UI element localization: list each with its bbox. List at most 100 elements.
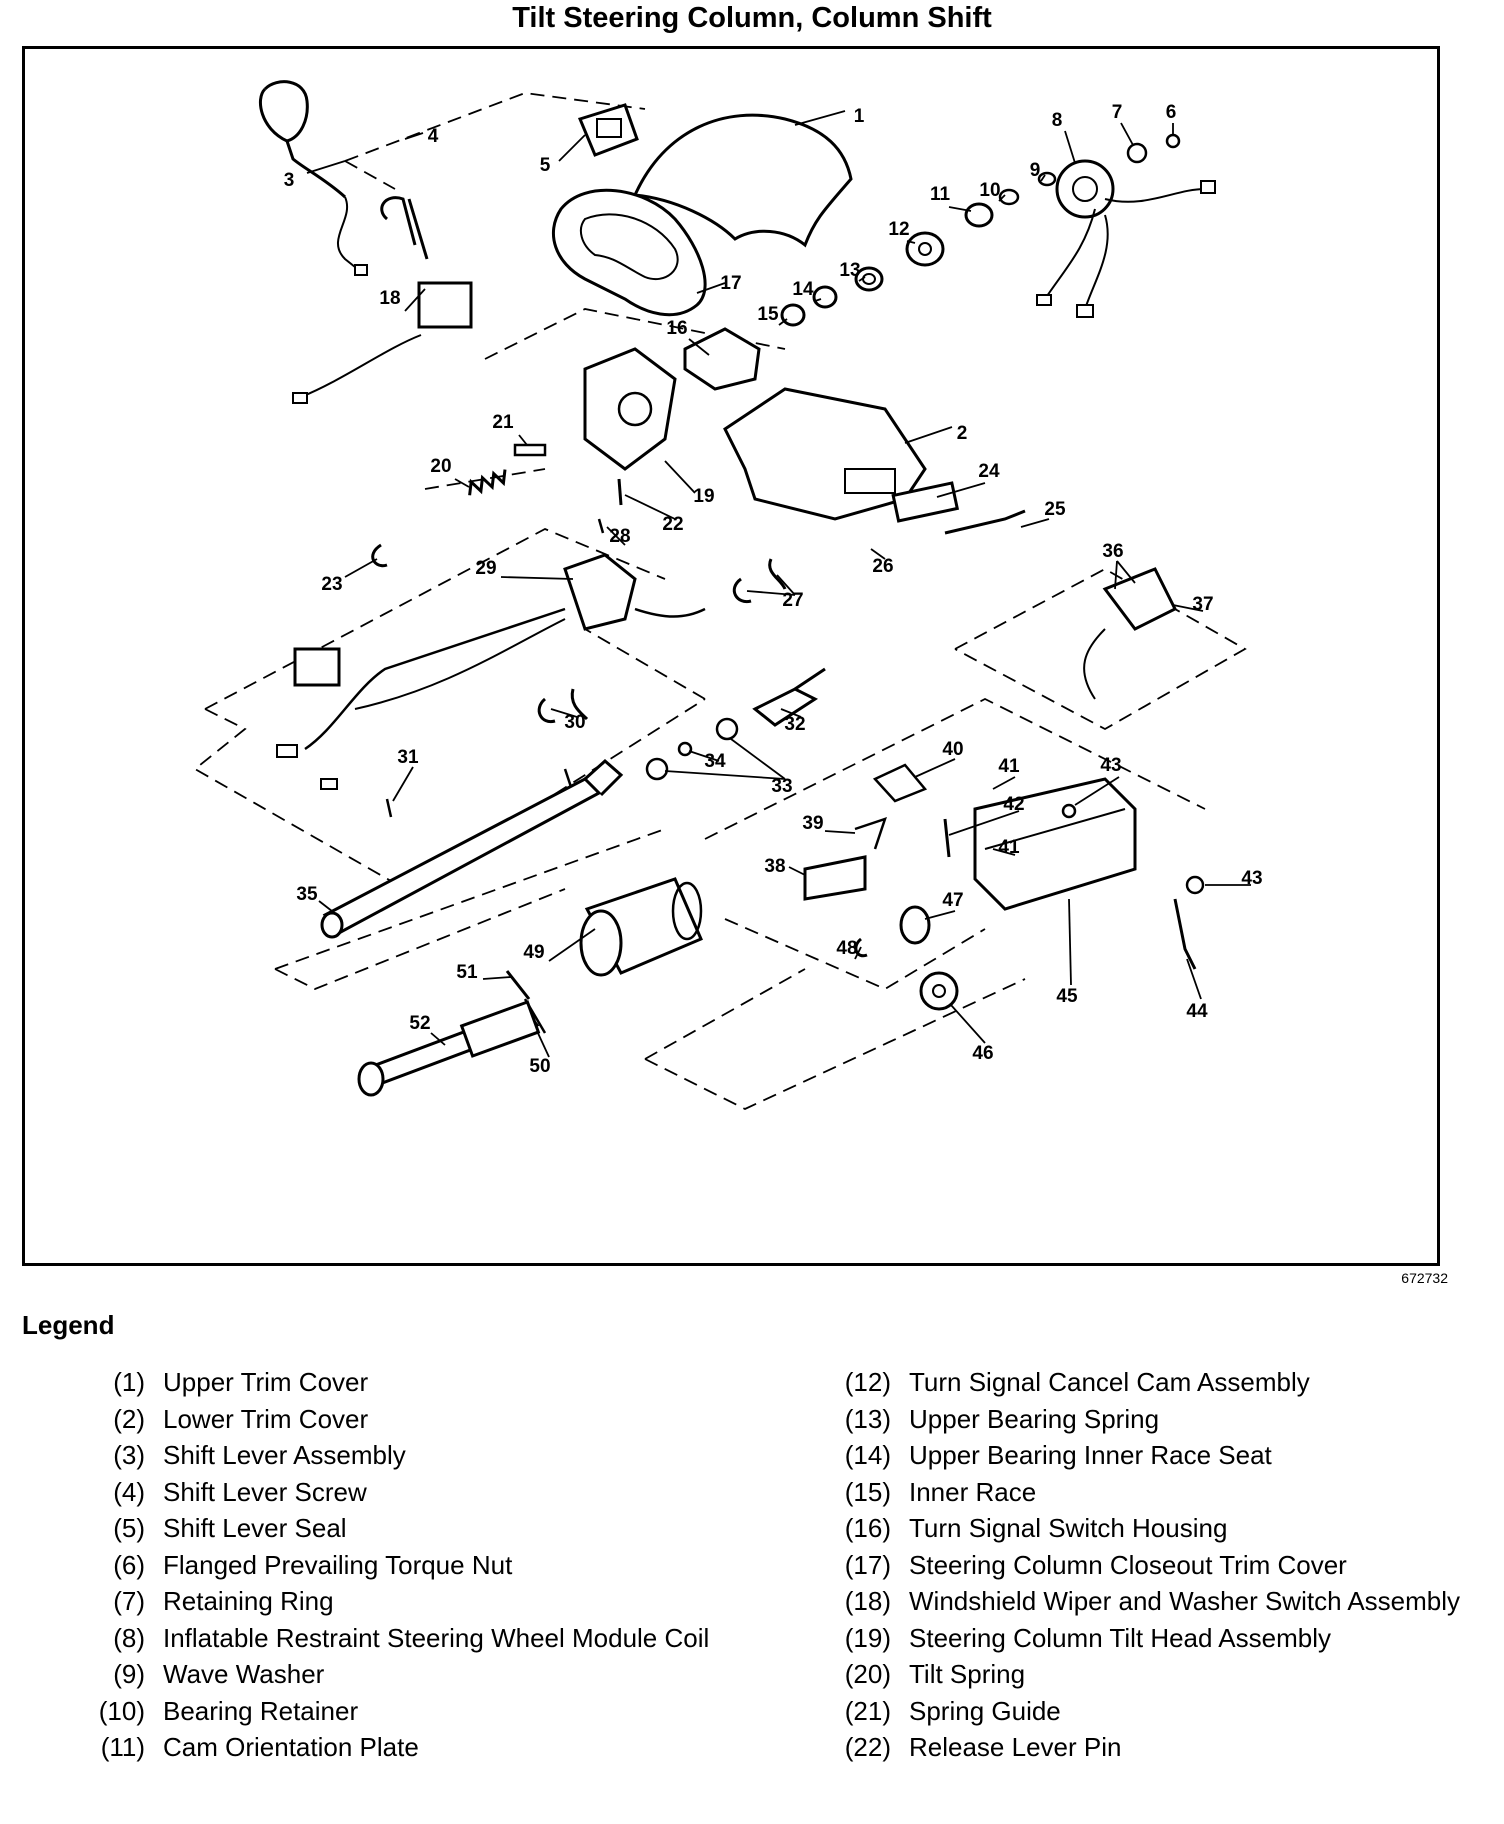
legend-item: (8) Inflatable Restraint Steering Wheel M… — [60, 1620, 760, 1657]
legend-item-label: Upper Bearing Spring — [909, 1403, 1160, 1434]
callout-14: 14 — [792, 279, 814, 300]
legend-right-column: (12)Turn Signal Cancel Cam Assembly(13)U… — [806, 1364, 1486, 1766]
inner-race-seat-part — [812, 285, 838, 309]
legend-item-number: (1) — [113, 1367, 145, 1397]
inner-race-part — [780, 303, 806, 327]
legend-item-number: (12) — [844, 1367, 891, 1397]
legend-item-label: Retaining Ring — [163, 1586, 334, 1616]
legend-item: (17) Steering Column Closeout Trim Cover — [806, 1547, 1486, 1584]
legend-item-label: Shift Lever Assembly — [163, 1440, 406, 1470]
callout-16: 16 — [666, 318, 687, 339]
wave-washer-part — [1037, 171, 1057, 187]
legend-item: (11) Cam Orientation Plate — [60, 1729, 760, 1766]
legend-item: (15) Inner Race — [806, 1474, 1486, 1511]
callout-45: 45 — [1056, 986, 1078, 1007]
legend-item: (5)Shift Lever Seal — [60, 1510, 760, 1547]
exploded-diagram: 1234567891011121314151617181920212223242… — [193, 80, 1263, 1110]
legend-item-label: Tilt Spring — [909, 1659, 1026, 1689]
legend-item-label: Windshield Wiper and Washer Switch Assem… — [909, 1586, 1461, 1616]
legend-item-number: (3) — [113, 1440, 145, 1470]
group-outlines — [193, 92, 1247, 1110]
legend-item-label: Shift Lever Seal — [163, 1513, 347, 1543]
legend-item: (14) Upper Bearing Inner Race Seat — [806, 1437, 1486, 1474]
legend-item: (19)Steering Column Tilt Head Assembly — [806, 1620, 1486, 1657]
legend-item: (16) Turn Signal Switch Housing — [806, 1510, 1486, 1547]
legend-item-number: (17) — [844, 1549, 891, 1580]
legend-item-label: Release Lever Pin — [909, 1732, 1122, 1762]
callout-4: 4 — [428, 126, 439, 147]
closeout-trim-cover-part — [551, 188, 707, 317]
callout-41: 41 — [998, 837, 1020, 858]
switch-harness-part — [276, 553, 706, 790]
callout-49: 49 — [523, 942, 544, 963]
legend-left-column: (1)Upper Trim Cover(2)Lower Trim Cover(3… — [60, 1364, 760, 1766]
legend-item: (22) Release Lever Pin — [806, 1729, 1486, 1766]
legend-item: (1) Upper Trim Cover — [60, 1364, 760, 1401]
callout-13: 13 — [839, 260, 860, 281]
legend-item-number: (18) — [844, 1586, 891, 1616]
legend-heading: Legend — [22, 1310, 115, 1340]
legend-item-label: Inflatable Restraint Steering Wheel Modu… — [163, 1622, 710, 1653]
bearing-retainer-part — [998, 188, 1020, 206]
callout-5: 5 — [540, 155, 551, 176]
legend-item-number: (2) — [113, 1403, 145, 1434]
callout-10: 10 — [979, 180, 1000, 201]
lever-part — [944, 509, 1026, 535]
callout-51: 51 — [456, 962, 478, 983]
turn-signal-cancel-cam-part — [905, 231, 945, 267]
screw-part — [385, 518, 605, 1000]
callout-38: 38 — [764, 856, 785, 877]
bearing-part — [645, 717, 739, 781]
legend-item-label: Upper Bearing Inner Race Seat — [909, 1440, 1272, 1470]
legend-item-number: (21) — [844, 1695, 891, 1726]
callout-26: 26 — [872, 556, 893, 577]
callout-9: 9 — [1030, 160, 1041, 181]
callout-18: 18 — [379, 288, 400, 309]
callout-35: 35 — [296, 884, 318, 905]
callout-52: 52 — [409, 1013, 430, 1034]
steering-wheel-module-coil-part — [1036, 159, 1216, 318]
callout-2: 2 — [957, 423, 968, 444]
callout-24: 24 — [978, 461, 1000, 482]
legend-item-number: (10) — [98, 1695, 145, 1726]
callout-43: 43 — [1100, 755, 1121, 776]
callout-34: 34 — [704, 751, 726, 772]
spring-guide-part — [513, 443, 547, 457]
legend-item-number: (14) — [844, 1440, 891, 1470]
legend-item-number: (11) — [100, 1732, 145, 1762]
lower-cover-seal-part — [891, 481, 960, 523]
intermediate-shaft-part — [357, 998, 547, 1097]
legend-item-number: (7) — [113, 1586, 145, 1616]
legend-item-number: (15) — [844, 1476, 891, 1507]
legend-item-number: (8) — [113, 1622, 145, 1653]
callout-46: 46 — [972, 1043, 993, 1064]
legend-item-label: Shift Lever Screw — [163, 1476, 367, 1507]
page-title: Tilt Steering Column, Column Shift — [512, 2, 992, 34]
legend-item-label: Cam Orientation Plate — [163, 1732, 419, 1762]
legend-item-label: Steering Column Closeout Trim Cover — [909, 1549, 1347, 1580]
legend-item-label: Inner Race — [909, 1476, 1037, 1507]
washer-part — [854, 905, 959, 1011]
callout-19: 19 — [693, 486, 714, 507]
legend-item: (7) Retaining Ring — [60, 1583, 760, 1620]
callout-30: 30 — [564, 712, 585, 733]
legend-item: (10) Bearing Retainer — [60, 1693, 760, 1730]
legend-item-label: Steering Column Tilt Head Assembly — [909, 1622, 1331, 1653]
callout-43: 43 — [1241, 868, 1262, 889]
callout-6: 6 — [1166, 102, 1177, 123]
legend-item-label: Bearing Retainer — [163, 1695, 359, 1726]
callout-25: 25 — [1044, 499, 1066, 520]
bracket-assembly-part — [1083, 567, 1178, 700]
legend-item-label: Turn Signal Switch Housing — [909, 1513, 1228, 1543]
legend-item-number: (13) — [844, 1403, 891, 1434]
legend-item-number: (22) — [844, 1732, 891, 1762]
callout-15: 15 — [757, 304, 779, 325]
legend-item: (21)Spring Guide — [806, 1693, 1486, 1730]
callout-layer: 1234567891011121314151617181920212223242… — [284, 102, 1263, 1077]
legend-item-label: Upper Trim Cover — [163, 1367, 369, 1397]
prevailing-torque-nut-part — [1165, 133, 1181, 149]
release-lever-pin-part — [617, 478, 623, 506]
legend-item-number: (16) — [844, 1513, 891, 1543]
callout-23: 23 — [321, 574, 342, 595]
